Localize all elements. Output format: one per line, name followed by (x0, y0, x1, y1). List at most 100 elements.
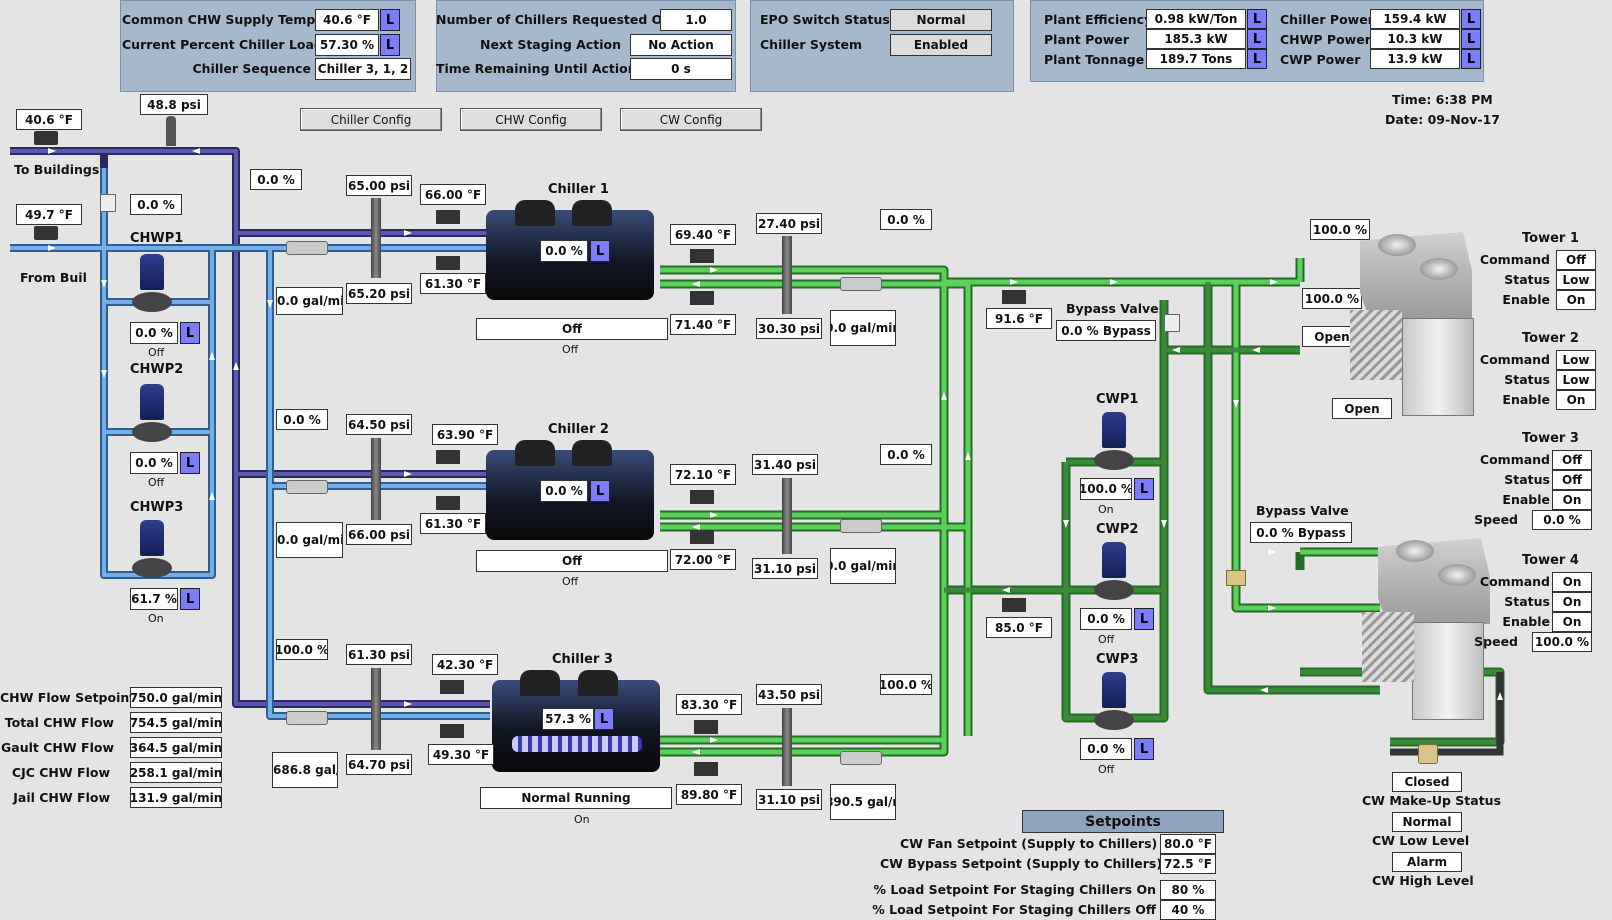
pump-icon[interactable] (140, 520, 164, 556)
local-mode-button[interactable]: L (590, 240, 610, 262)
tower4-speed-label: Speed (1474, 634, 1518, 649)
local-mode-button[interactable]: L (1134, 608, 1154, 630)
cw-bypass-setpoint-value[interactable]: 72.5 °F (1160, 854, 1216, 874)
cw-fan-setpoint-value[interactable]: 80.0 °F (1160, 834, 1216, 854)
local-mode-button[interactable]: L (180, 588, 200, 610)
cjc-chw-flow-value: 258.1 gal/min (130, 762, 222, 783)
cw-config-button[interactable]: CW Config (620, 108, 762, 131)
tower3-command[interactable]: Off (1552, 450, 1592, 470)
tower1-enable[interactable]: On (1556, 290, 1596, 310)
chiller2-cw-pressure-2: 31.10 psi (752, 558, 818, 579)
pump-base-icon (1094, 580, 1134, 600)
chiller1-state: Off (562, 343, 579, 356)
chwp2-status: Off (148, 476, 165, 489)
chiller3-cw-out-temp: 89.80 °F (676, 784, 742, 805)
local-mode-button[interactable]: L (180, 452, 200, 474)
tower1-command[interactable]: Off (1556, 250, 1596, 270)
common-chw-supply-temp-value: 40.6 °F (315, 9, 379, 31)
chiller2-cw-valve-pct: 0.0 % (880, 444, 932, 465)
makeup-valve-icon[interactable] (1418, 744, 1438, 764)
chwp-power-label: CHWP Power (1280, 32, 1371, 47)
temperature-sensor-icon (690, 490, 714, 504)
chiller3-cw-in-temp: 83.30 °F (676, 694, 742, 715)
chw-header-bypass-pct: 0.0 % (250, 169, 302, 190)
chiller1-load: 0.0 % (540, 240, 588, 262)
chiller1-chw-pressure-out: 65.20 psi (346, 283, 412, 304)
compressor-icon (572, 440, 612, 466)
chiller3-chw-flow: 686.8 gal/n (272, 752, 338, 788)
chiller-power-label: Chiller Power (1280, 12, 1374, 27)
local-mode-button[interactable]: L (380, 9, 400, 31)
chiller3-cw-valve-pct: 100.0 % (880, 674, 932, 695)
tower3-enable[interactable]: On (1552, 490, 1592, 510)
tower2-valve-a: Open (1302, 326, 1362, 347)
chiller3-chw-return-temp: 49.30 °F (428, 744, 494, 765)
local-mode-button[interactable]: L (1461, 29, 1481, 49)
bypass-valve-1-value[interactable]: 0.0 % Bypass (1056, 320, 1156, 341)
chiller3-label: Chiller 3 (552, 652, 613, 667)
plant-tonnage-label: Plant Tonnage (1044, 52, 1145, 67)
pump-icon[interactable] (1102, 672, 1126, 708)
bypass-valve-icon (100, 194, 116, 212)
chiller-sequence-value: Chiller 3, 1, 2 (315, 58, 411, 80)
pump-icon[interactable] (1102, 542, 1126, 578)
pump-base-icon (132, 558, 172, 578)
tower-fan-icon (1438, 564, 1476, 586)
local-mode-button[interactable]: L (380, 34, 400, 56)
plant-tonnage-value: 189.7 Tons (1146, 49, 1246, 69)
building-supply-temp: 40.6 °F (16, 109, 82, 130)
tower4-command[interactable]: On (1552, 572, 1592, 592)
chiller2-chw-return-temp: 61.30 °F (420, 513, 486, 534)
load-off-setpoint-value[interactable]: 40 % (1160, 900, 1216, 920)
chw-config-button[interactable]: CHW Config (460, 108, 602, 131)
local-mode-button[interactable]: L (1461, 9, 1481, 29)
local-mode-button[interactable]: L (1134, 478, 1154, 500)
tower2-enable[interactable]: On (1556, 390, 1596, 410)
local-mode-button[interactable]: L (1247, 29, 1267, 49)
local-mode-button[interactable]: L (594, 708, 614, 730)
pump-icon[interactable] (140, 384, 164, 420)
temperature-sensor-icon (690, 249, 714, 263)
tower1-top-valve-pct: 100.0 % (1310, 219, 1370, 240)
local-mode-button[interactable]: L (1247, 49, 1267, 69)
chillers-requested-on-value: 1.0 (660, 9, 732, 31)
chwp3-speed: 61.7 % (130, 588, 178, 610)
chiller2-cw-pressure-1: 31.40 psi (752, 454, 818, 475)
chiller2-valve-pct: 0.0 % (276, 409, 328, 430)
bypass-valve-2-value[interactable]: 0.0 % Bypass (1250, 522, 1352, 543)
tower4-enable[interactable]: On (1552, 612, 1592, 632)
bypass-valve-icon[interactable] (1164, 314, 1180, 332)
next-staging-action-value: No Action (630, 34, 732, 56)
plant-efficiency-value: 0.98 kW/Ton (1146, 9, 1246, 29)
local-mode-button[interactable]: L (1461, 49, 1481, 69)
local-mode-button[interactable]: L (180, 322, 200, 344)
flow-meter-icon (840, 519, 882, 533)
bypass-valve-icon[interactable] (1226, 570, 1246, 586)
flow-meter-icon (840, 277, 882, 291)
local-mode-button[interactable]: L (1247, 9, 1267, 29)
chiller-running-indicator (512, 736, 642, 752)
local-mode-button[interactable]: L (590, 480, 610, 502)
pump-icon[interactable] (1102, 412, 1126, 448)
chwp1-label: CHWP1 (130, 231, 184, 246)
chiller-system-value: Enabled (890, 34, 992, 56)
chwp2-speed: 0.0 % (130, 452, 178, 474)
gault-chw-flow-label: Gault CHW Flow (1, 740, 114, 755)
pump-icon[interactable] (140, 254, 164, 290)
tower4-enable-label: Enable (1502, 614, 1550, 629)
local-mode-button[interactable]: L (1134, 738, 1154, 760)
chiller-power-value: 159.4 kW (1370, 9, 1460, 29)
pump-base-icon (132, 292, 172, 312)
load-on-setpoint-value[interactable]: 80 % (1160, 880, 1216, 900)
chiller1-cw-pressure-1: 27.40 psi (756, 213, 822, 234)
pump-base-icon (1094, 710, 1134, 730)
chiller3-status-box: Normal Running (480, 787, 672, 809)
temperature-sensor-icon (34, 226, 58, 240)
cooling-tower-1[interactable] (1360, 232, 1472, 318)
chiller-config-button[interactable]: Chiller Config (300, 108, 442, 131)
tower3-status: Off (1552, 470, 1592, 490)
cw-makeup-valve-status: Closed (1392, 772, 1462, 792)
tower2-command[interactable]: Low (1556, 350, 1596, 370)
temperature-sensor-icon (1002, 290, 1026, 304)
cw-low-level-label: CW Low Level (1372, 833, 1470, 848)
